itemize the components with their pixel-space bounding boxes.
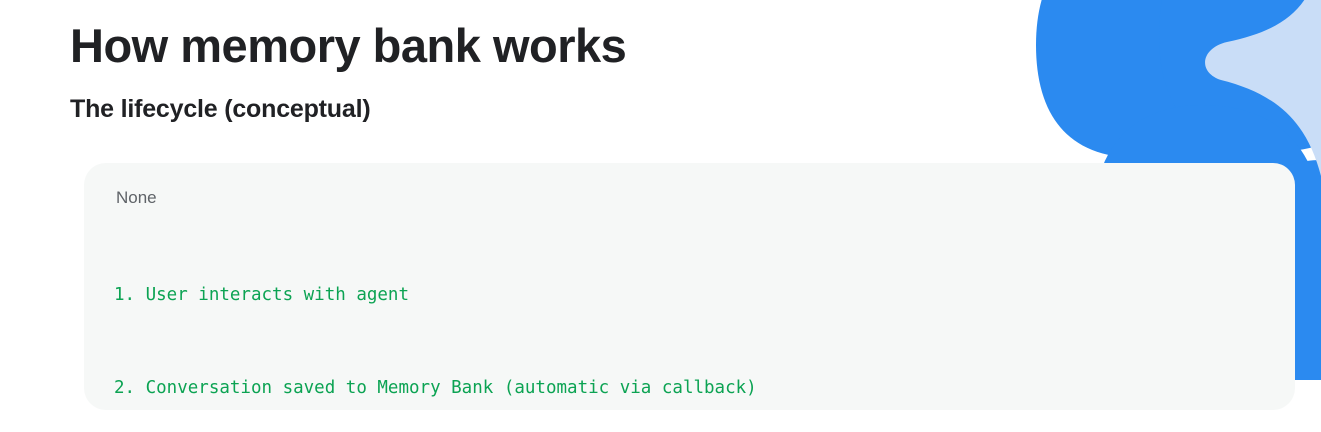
code-language-label: None: [116, 188, 157, 207]
code-line: 2. Conversation saved to Memory Bank (au…: [114, 378, 757, 398]
content-column: How memory bank works The lifecycle (con…: [70, 0, 1300, 125]
code-lines-list: 1. User interacts with agent 2. Conversa…: [114, 218, 1265, 410]
code-block: None 1. User interacts with agent 2. Con…: [84, 163, 1295, 410]
page-subtitle: The lifecycle (conceptual): [70, 95, 371, 123]
code-line: 1. User interacts with agent: [114, 285, 410, 305]
page-title: How memory bank works: [70, 19, 627, 72]
